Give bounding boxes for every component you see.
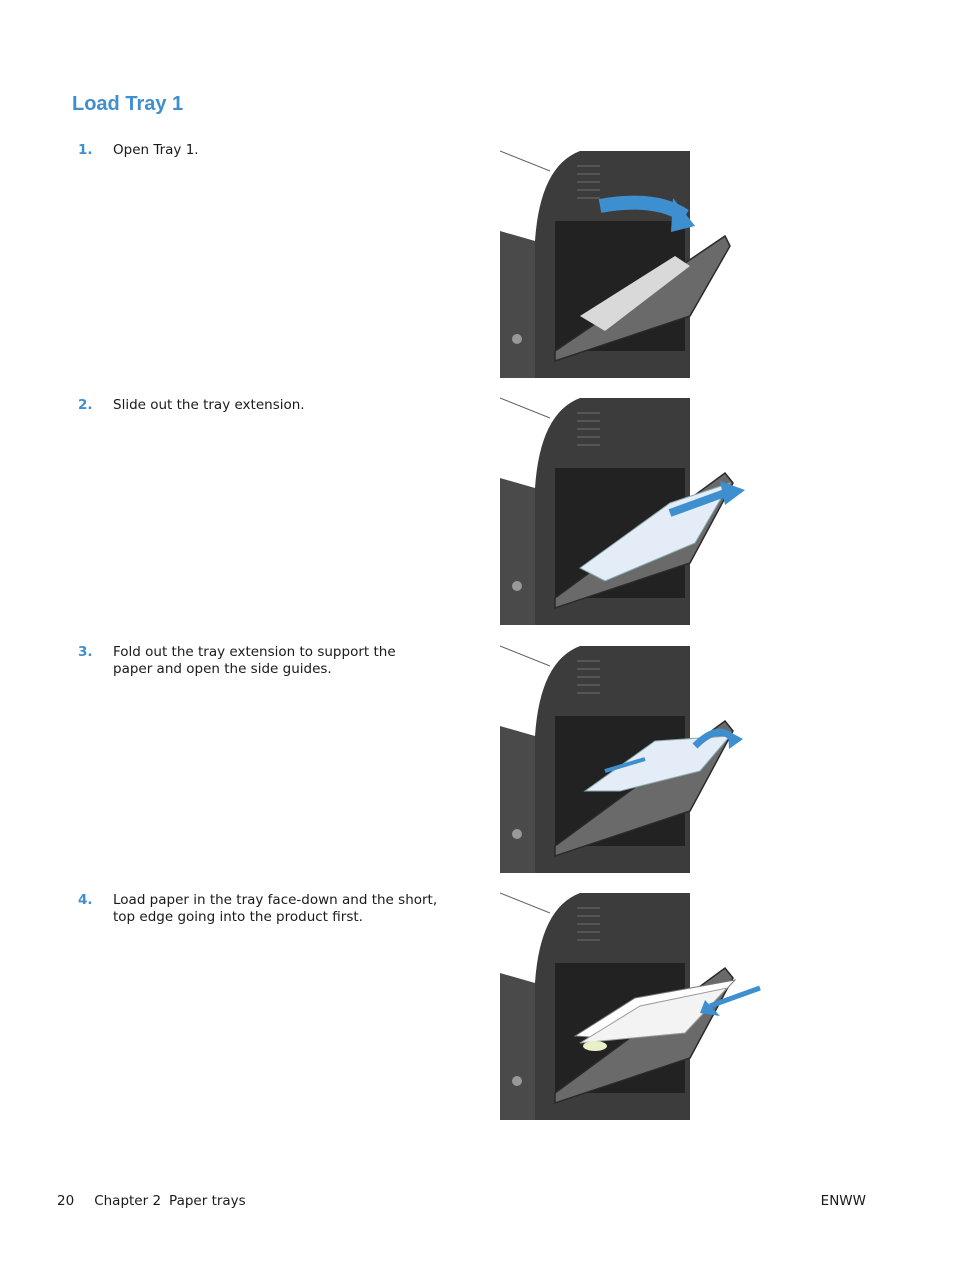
step-number: 3. — [78, 644, 93, 660]
section-label: Paper trays — [169, 1193, 246, 1209]
footer-right: ENWW — [821, 1193, 866, 1209]
footer-code: ENWW — [820, 1193, 866, 1209]
step-text: Fold out the tray extension to support t… — [113, 644, 396, 677]
step-number: 1. — [78, 142, 93, 158]
footer-left: 20 Chapter 2 Paper trays — [57, 1193, 246, 1209]
figure-fold-extension — [495, 641, 775, 876]
figure-load-paper — [495, 888, 775, 1123]
step-text: Load paper in the tray face-down and the… — [113, 892, 438, 925]
step-number: 2. — [78, 397, 93, 413]
step-text: Slide out the tray extension. — [113, 397, 305, 413]
figure-slide-extension — [495, 393, 775, 628]
page-title: Load Tray 1 — [72, 93, 184, 115]
figure-open-tray-1 — [495, 146, 775, 381]
page-number: 20 — [57, 1193, 75, 1209]
chapter-label: Chapter 2 — [94, 1193, 162, 1209]
step-text: Open Tray 1. — [113, 142, 199, 158]
step-number: 4. — [78, 892, 93, 908]
